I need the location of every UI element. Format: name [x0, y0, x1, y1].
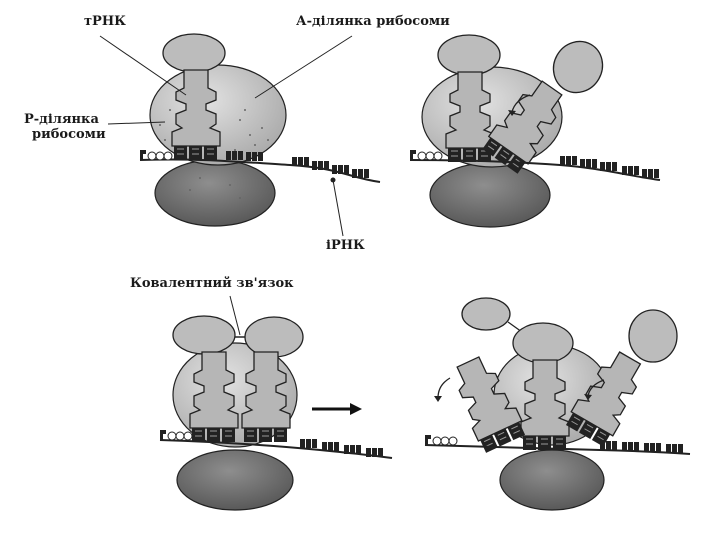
a-site-label: А-ділянка рибосоми [296, 14, 450, 29]
large-subunit [149, 64, 287, 166]
covalent-bond-label: Ковалентний зв'язок [130, 276, 294, 291]
amino-acid-2 [244, 316, 304, 358]
panel-3-peptide-bond [159, 295, 393, 511]
p-site-label-line2: рибосоми [32, 127, 106, 142]
small-subunit [429, 162, 551, 228]
p-site-leader [107, 121, 166, 125]
panel-2-trna-entry [409, 34, 661, 228]
rotation-arrow [587, 379, 605, 397]
mrna-strand [424, 444, 691, 455]
amino-acid-incoming [628, 309, 678, 363]
covalent-bond-leader [229, 295, 241, 336]
mrna-leader [332, 179, 344, 237]
a-site-leader [254, 35, 353, 99]
small-subunit [154, 159, 276, 227]
mrna-label: іРНК [326, 238, 365, 253]
small-subunit [176, 449, 294, 511]
trna-label: тРНК [84, 14, 126, 29]
small-subunit [499, 449, 605, 511]
trna-leader [99, 35, 187, 96]
amino-acid-2 [512, 322, 574, 364]
amino-acid-1 [172, 315, 236, 355]
amino-acid-incoming [552, 40, 604, 94]
exit-arrow [437, 377, 451, 399]
panel-1-initiation [99, 33, 381, 237]
panel-4-translocation [424, 297, 691, 511]
amino-acid-1 [461, 297, 511, 331]
amino-acid [437, 34, 501, 76]
amino-acid [162, 33, 226, 73]
p-site-label-line1: Р-ділянка [24, 112, 99, 127]
rotation-arrow [511, 94, 531, 113]
